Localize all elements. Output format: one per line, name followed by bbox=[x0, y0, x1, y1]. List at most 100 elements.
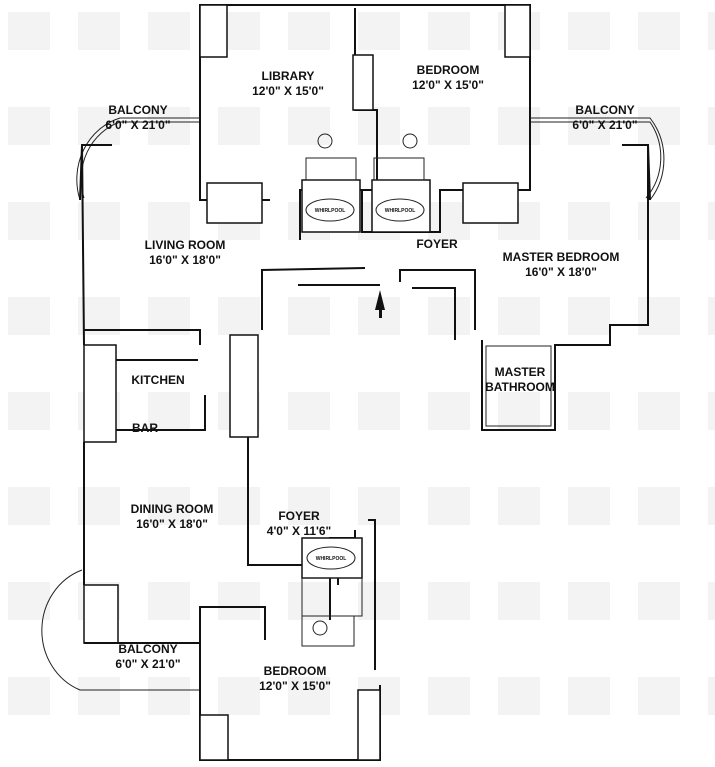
watermark-tile bbox=[148, 297, 190, 335]
master-bedroom-name: MASTER BEDROOM bbox=[503, 250, 620, 264]
bedroom-top-size: 12'0" X 15'0" bbox=[412, 78, 484, 92]
watermark-tile bbox=[638, 12, 680, 50]
watermark-tile bbox=[428, 107, 470, 145]
watermark-tile bbox=[288, 582, 330, 620]
foyer-main-name: FOYER bbox=[416, 237, 458, 251]
balcony-right-top-size: 6'0" X 21'0" bbox=[572, 118, 637, 132]
dining-room-name: DINING ROOM bbox=[131, 502, 214, 516]
watermark-tile bbox=[8, 297, 50, 335]
watermark-tile bbox=[218, 297, 260, 335]
master-bathroom-name: MASTER bbox=[495, 365, 546, 379]
watermark-tile bbox=[498, 677, 540, 715]
watermark-tile bbox=[288, 297, 330, 335]
balcony-bottom-size: 6'0" X 21'0" bbox=[115, 657, 180, 671]
balcony-left-top-size: 6'0" X 21'0" bbox=[105, 118, 170, 132]
watermark-tile bbox=[288, 392, 330, 430]
watermark-tile bbox=[148, 487, 190, 525]
walls bbox=[41, 4, 665, 761]
watermark-tile bbox=[148, 202, 190, 240]
whirlpool-label: WHIRLPOOL bbox=[316, 556, 347, 562]
watermark-tile bbox=[428, 677, 470, 715]
whirlpool-label: WHIRLPOOL bbox=[315, 208, 346, 214]
watermark-tile bbox=[638, 202, 680, 240]
watermark-tile bbox=[708, 107, 715, 145]
watermark-tile bbox=[358, 12, 400, 50]
watermark-tile bbox=[218, 487, 260, 525]
watermark-tile bbox=[708, 12, 715, 50]
watermark-tile bbox=[218, 107, 260, 145]
watermark-tile bbox=[708, 392, 715, 430]
watermark-tile bbox=[498, 297, 540, 335]
watermark-tile bbox=[288, 677, 330, 715]
watermark-tile bbox=[428, 392, 470, 430]
watermark-tile bbox=[78, 677, 120, 715]
watermark-tile bbox=[358, 392, 400, 430]
watermark-tile bbox=[428, 487, 470, 525]
watermark-tile bbox=[638, 107, 680, 145]
watermark-tile bbox=[78, 107, 120, 145]
watermark-tile bbox=[568, 12, 610, 50]
watermark-tile bbox=[428, 297, 470, 335]
watermark-tile bbox=[638, 392, 680, 430]
watermark-tile bbox=[708, 487, 715, 525]
watermark-tile bbox=[568, 392, 610, 430]
bedroom-bottom-name: BEDROOM bbox=[264, 664, 327, 678]
watermark-tile bbox=[708, 297, 715, 335]
balcony-right-top-name: BALCONY bbox=[575, 103, 634, 117]
watermark-tile bbox=[708, 677, 715, 715]
dining-room-size: 16'0" X 18'0" bbox=[136, 517, 208, 531]
watermark-tile bbox=[708, 582, 715, 620]
watermark-tile bbox=[498, 392, 540, 430]
watermark-tile bbox=[568, 297, 610, 335]
watermark-tile bbox=[8, 582, 50, 620]
watermark-tile bbox=[288, 107, 330, 145]
watermark-tile bbox=[568, 582, 610, 620]
entrance-arrow-icon bbox=[375, 290, 385, 318]
watermark-tile bbox=[498, 582, 540, 620]
watermark-tile bbox=[78, 297, 120, 335]
watermark-tile bbox=[638, 487, 680, 525]
watermark-tile bbox=[148, 12, 190, 50]
watermark-tile bbox=[78, 202, 120, 240]
watermark-tile bbox=[8, 107, 50, 145]
watermark-tile bbox=[428, 12, 470, 50]
watermark-tile bbox=[148, 582, 190, 620]
balcony-left-top-name: BALCONY bbox=[108, 103, 167, 117]
bar-name: BAR bbox=[132, 421, 158, 435]
watermark-tile bbox=[638, 677, 680, 715]
watermark-tile bbox=[358, 107, 400, 145]
watermark-tile bbox=[218, 677, 260, 715]
bedroom-top-name: BEDROOM bbox=[417, 63, 480, 77]
kitchen-name: KITCHEN bbox=[131, 373, 184, 387]
living-room-size: 16'0" X 18'0" bbox=[149, 253, 221, 267]
watermark-tile bbox=[568, 107, 610, 145]
watermark-tile bbox=[148, 107, 190, 145]
foyer-small-name: FOYER bbox=[278, 509, 320, 523]
watermark-tile bbox=[568, 487, 610, 525]
living-room-name: LIVING ROOM bbox=[145, 238, 226, 252]
watermark-tile bbox=[288, 12, 330, 50]
watermark-tile bbox=[568, 677, 610, 715]
watermark-tile bbox=[708, 202, 715, 240]
fixtures: WHIRLPOOL WHIRLPOOL WHIRLPOOL bbox=[305, 133, 425, 636]
watermark-tile bbox=[498, 487, 540, 525]
watermark-tile bbox=[568, 202, 610, 240]
watermark-tile bbox=[8, 392, 50, 430]
watermark-tile bbox=[148, 677, 190, 715]
watermark-tile bbox=[638, 582, 680, 620]
watermark-tile bbox=[288, 487, 330, 525]
bedroom-bottom-size: 12'0" X 15'0" bbox=[259, 679, 331, 693]
foyer-small-size: 4'0" X 11'6" bbox=[267, 524, 331, 538]
watermark-tile bbox=[358, 582, 400, 620]
watermark-tile bbox=[8, 202, 50, 240]
watermark-tile bbox=[638, 297, 680, 335]
balcony-bottom-name: BALCONY bbox=[118, 642, 177, 656]
watermark-tile bbox=[358, 487, 400, 525]
master-bedroom-size: 16'0" X 18'0" bbox=[525, 265, 597, 279]
watermark-tile bbox=[218, 582, 260, 620]
library-name: LIBRARY bbox=[262, 69, 315, 83]
watermark-tile bbox=[8, 12, 50, 50]
watermark-tile bbox=[498, 107, 540, 145]
master-bathroom-name: BATHROOM bbox=[485, 380, 555, 394]
